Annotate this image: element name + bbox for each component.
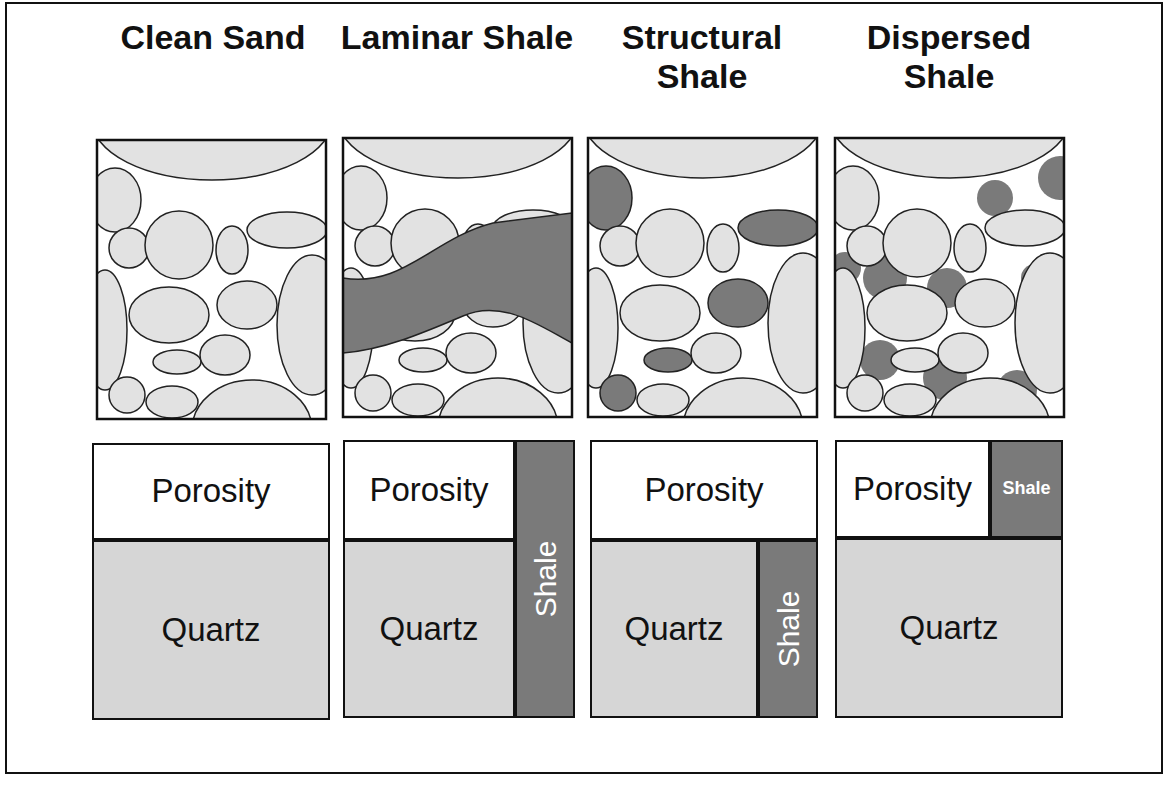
quartz-grain <box>847 375 883 411</box>
quartz-grain <box>446 333 496 373</box>
quartz-grain <box>768 253 817 393</box>
quartz-grain <box>637 384 689 416</box>
component-label: Shale <box>1002 479 1050 499</box>
component-label: Quartz <box>379 611 478 647</box>
volume-box: Porosity <box>343 440 515 540</box>
shale-grain <box>738 210 817 246</box>
quartz-grain <box>109 377 145 413</box>
panel-border <box>97 140 326 419</box>
quartz-grain <box>392 384 444 416</box>
quartz-grain <box>588 268 618 388</box>
dispersed-shale <box>1038 156 1064 200</box>
shale-grain <box>588 166 632 230</box>
quartz-grain <box>1015 253 1064 393</box>
quartz-grain <box>153 350 201 374</box>
quartz-grain <box>343 166 387 230</box>
quartz-grain <box>145 211 213 279</box>
quartz-grain <box>129 287 209 343</box>
quartz-grain <box>707 224 739 272</box>
shale-lamina <box>343 213 572 353</box>
quartz-grain <box>399 348 447 372</box>
quartz-grain <box>683 378 803 417</box>
quartz-grain <box>891 348 939 372</box>
volume-box: Shale <box>990 440 1063 538</box>
shale-volume-box: Shale <box>758 540 818 718</box>
quartz-grain <box>636 209 704 277</box>
quartz-grain <box>438 378 558 417</box>
grain-panel <box>835 138 1064 417</box>
quartz-grain <box>883 209 951 277</box>
quartz-grain <box>217 281 277 329</box>
component-label: Porosity <box>853 471 972 507</box>
volume-box: Porosity <box>835 440 990 538</box>
grain-panel <box>588 138 817 417</box>
panel-border <box>588 138 817 417</box>
quartz-grain <box>97 168 141 232</box>
quartz-grain <box>620 285 700 341</box>
figure-frame <box>6 3 1162 773</box>
quartz-grain <box>97 140 326 180</box>
grain-panel <box>343 138 572 417</box>
quartz-grain <box>343 138 572 178</box>
shale-volume-box: Shale <box>515 440 575 718</box>
grain-panel <box>97 140 326 419</box>
quartz-grain <box>835 268 865 388</box>
volume-box: Porosity <box>92 443 330 540</box>
component-label: Porosity <box>369 472 488 508</box>
column-title: Structural Shale <box>582 18 822 96</box>
quartz-grain <box>109 228 149 268</box>
panel-border <box>343 138 572 417</box>
volume-box: Porosity <box>590 440 818 540</box>
quartz-grain <box>216 226 248 274</box>
quartz-grain <box>146 386 198 418</box>
quartz-grain <box>930 378 1050 417</box>
component-label: Quartz <box>899 610 998 646</box>
shale-grain <box>600 375 636 411</box>
volume-box: Quartz <box>835 538 1063 718</box>
quartz-grain <box>867 285 947 341</box>
quartz-grain <box>955 279 1015 327</box>
quartz-grain <box>200 335 250 375</box>
quartz-grain <box>355 226 395 266</box>
dispersed-shale <box>977 180 1013 216</box>
component-label: Quartz <box>161 612 260 648</box>
component-label: Porosity <box>151 473 270 509</box>
quartz-grain <box>954 224 986 272</box>
quartz-grain <box>938 333 988 373</box>
quartz-grain <box>835 166 879 230</box>
shale-grain <box>644 348 692 372</box>
component-label: Shale <box>772 591 805 668</box>
quartz-grain <box>247 212 326 248</box>
quartz-grain <box>835 138 1064 178</box>
quartz-grain <box>847 226 887 266</box>
quartz-grain <box>97 270 127 390</box>
component-label: Shale <box>529 541 562 618</box>
quartz-grain <box>691 333 741 373</box>
quartz-grain <box>355 375 391 411</box>
quartz-grain <box>588 138 817 178</box>
volume-box: Quartz <box>92 540 330 720</box>
quartz-grain <box>192 380 312 419</box>
column-title: Clean Sand <box>93 18 333 57</box>
quartz-grain <box>884 384 936 416</box>
component-label: Quartz <box>624 611 723 647</box>
shale-grain <box>708 279 768 327</box>
quartz-grain <box>277 255 326 395</box>
quartz-grain <box>600 226 640 266</box>
component-label: Porosity <box>644 472 763 508</box>
panel-border <box>835 138 1064 417</box>
volume-box: Quartz <box>590 540 758 718</box>
quartz-grain <box>985 210 1064 246</box>
column-title: Laminar Shale <box>337 18 577 57</box>
column-title: Dispersed Shale <box>829 18 1069 96</box>
volume-box: Quartz <box>343 540 515 718</box>
